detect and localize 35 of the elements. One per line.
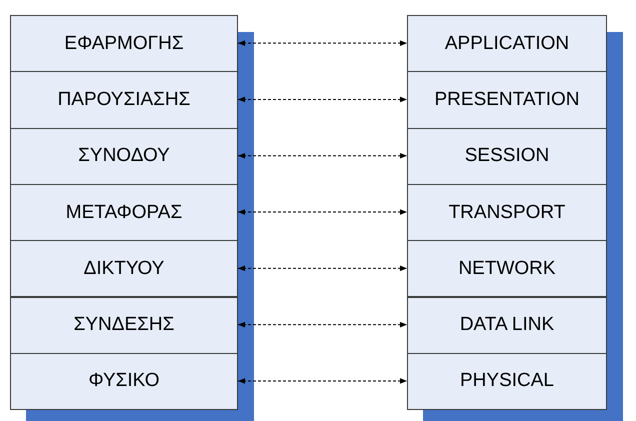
layer-name: ΜΕΤΑΦΟΡΑΣ <box>66 202 182 224</box>
layer-name: APPLICATION <box>444 32 570 55</box>
layer-box <box>10 71 238 129</box>
layer-box <box>407 184 607 242</box>
double-arrow <box>238 378 408 384</box>
layer-box <box>10 128 238 185</box>
layer-box <box>10 15 238 72</box>
double-arrow <box>238 152 408 159</box>
layer-box <box>407 296 607 354</box>
layer-box <box>407 71 607 129</box>
layer-name: ΕΦΑΡΜΟΓΗΣ <box>64 32 184 55</box>
layer-name: NETWORK <box>458 258 556 280</box>
layer-name: PHYSICAL <box>460 370 554 392</box>
layer-name: DATA LINK <box>460 314 554 336</box>
layer-box <box>10 184 238 242</box>
double-arrow <box>238 322 408 328</box>
layer-box <box>10 296 238 354</box>
layer-name: ΣΥΝΟΔΟΥ <box>78 145 170 168</box>
double-arrow <box>238 266 408 272</box>
layer-name: SESSION <box>464 145 550 168</box>
double-arrow <box>238 96 408 102</box>
layer-name: ΦΥΣΙΚΟ <box>88 370 160 392</box>
double-arrow <box>238 40 408 46</box>
layer-name: TRANSPORT <box>448 202 566 224</box>
layer-name: ΔΙΚΤΥΟΥ <box>84 258 164 280</box>
layer-name: ΣΥΝΔΕΣΗΣ <box>74 314 174 336</box>
layer-name: PRESENTATION <box>434 88 580 111</box>
layer-box <box>407 352 607 410</box>
layer-box <box>407 15 607 72</box>
layer-box <box>10 240 238 298</box>
layer-box <box>10 352 238 410</box>
layer-name: ΠΑΡΟΥΣΙΑΣΗΣ <box>58 88 190 111</box>
double-arrow <box>238 209 408 215</box>
layer-box <box>407 128 607 185</box>
layer-box <box>407 240 607 298</box>
